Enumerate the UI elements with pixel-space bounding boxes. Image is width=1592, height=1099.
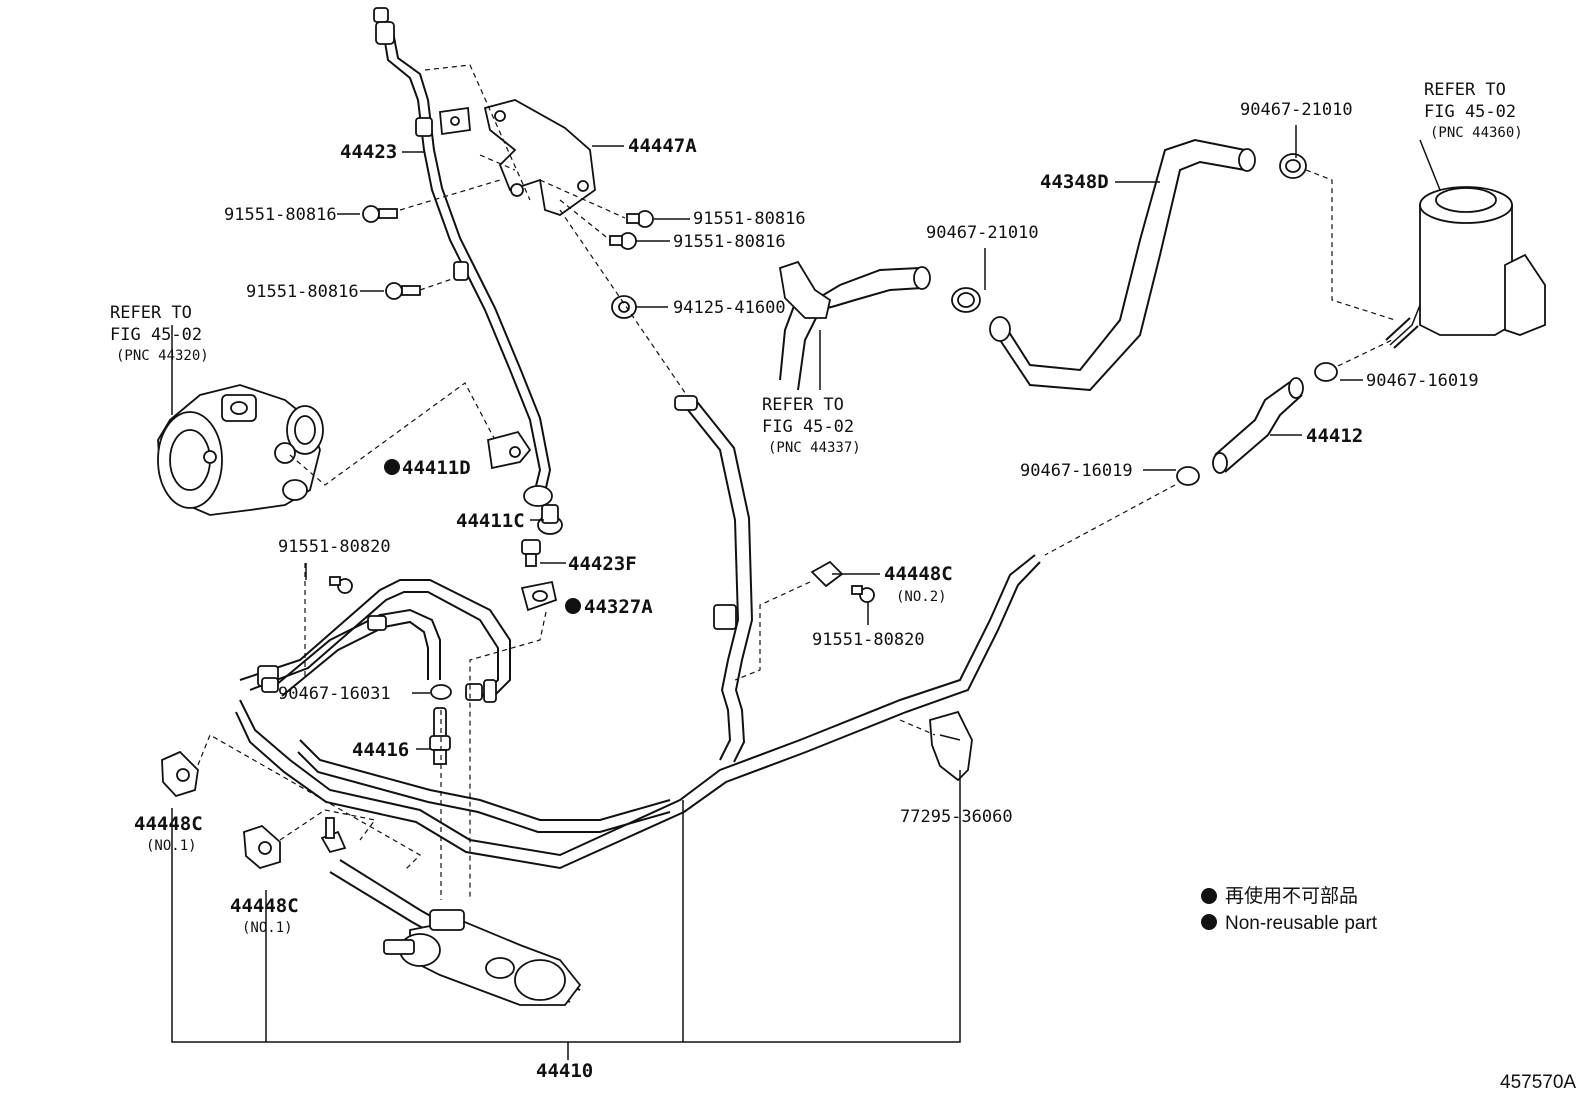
label-91551-80816-c: 91551-80816 <box>693 209 806 229</box>
return-tube-main <box>235 554 1041 870</box>
gasket-44327a <box>520 580 558 612</box>
bolt-91551-80816-b <box>385 282 421 300</box>
label-44423: 44423 <box>340 141 397 163</box>
hose-44348d <box>989 138 1256 392</box>
bolt-91551-80820-b <box>851 585 875 603</box>
steering-gear-44410 <box>320 817 582 1006</box>
sublabel-no1-a: (NO.1) <box>146 838 197 854</box>
clip-90467-16019-b <box>1176 466 1200 486</box>
label-90467-21010-b: 90467-21010 <box>1240 100 1353 120</box>
clamp-44411d <box>486 430 532 470</box>
legend-dot-jp <box>1201 888 1217 904</box>
label-44448c-no1-a: 44448C <box>134 813 203 835</box>
label-91551-80816-a: 91551-80816 <box>224 205 337 225</box>
clamp-77295-36060 <box>929 710 973 782</box>
label-91551-80820-b: 91551-80820 <box>812 630 925 650</box>
clip-90467-16031 <box>430 684 452 700</box>
label-90467-16031: 90467-16031 <box>278 684 391 704</box>
clip-90467-21010-b <box>1279 153 1307 179</box>
ref-hose-line3: (PNC 44337) <box>768 440 861 456</box>
label-90467-16019-a: 90467-16019 <box>1366 371 1479 391</box>
clip-90467-16019-a <box>1314 362 1338 382</box>
power-steering-pump <box>157 384 324 516</box>
nonreusable-dot-44411d <box>384 459 400 475</box>
label-44423f: 44423F <box>568 553 637 575</box>
ref-hose-line1: REFER TO <box>762 395 844 415</box>
ref-hose-line2: FIG 45-02 <box>762 417 854 437</box>
label-91551-80820-a: 91551-80820 <box>278 537 391 557</box>
clamp-44448c-no1-b <box>243 824 281 870</box>
bolt-91551-80816-a <box>362 205 398 223</box>
label-44327a: 44327A <box>584 596 653 618</box>
bracket-44447a <box>439 99 596 216</box>
label-44348d: 44348D <box>1040 171 1109 193</box>
label-44410: 44410 <box>536 1060 593 1082</box>
label-91551-80816-d: 91551-80816 <box>673 232 786 252</box>
bolt-91551-80816-d <box>609 232 637 250</box>
label-44411d: 44411D <box>402 457 471 479</box>
label-77295-36060: 77295-36060 <box>900 807 1013 827</box>
legend-dot-en <box>1201 914 1217 930</box>
reservoir-tank <box>1385 186 1546 349</box>
ref-pump-line2: FIG 45-02 <box>110 325 202 345</box>
label-44411c: 44411C <box>456 510 525 532</box>
ref-pump-line1: REFER TO <box>110 303 192 323</box>
label-44447a: 44447A <box>628 135 697 157</box>
label-94125-41600: 94125-41600 <box>673 298 786 318</box>
pressure-tube-44423 <box>373 7 553 507</box>
clip-90467-21010-a <box>951 287 981 313</box>
grommet-94125-41600 <box>611 295 637 319</box>
label-91551-80816-b: 91551-80816 <box>246 282 359 302</box>
legend-jp: 再使用不可部品 <box>1225 885 1358 907</box>
hose-44412 <box>1212 377 1304 474</box>
sublabel-no2: (NO.2) <box>896 589 947 605</box>
ref-tank-line3: (PNC 44360) <box>1430 125 1523 141</box>
label-44412: 44412 <box>1306 425 1363 447</box>
label-44448c-no1-b: 44448C <box>230 895 299 917</box>
return-hose-refer-44337 <box>674 395 754 763</box>
sublabel-no1-b: (NO.1) <box>242 920 293 936</box>
clamp-44448c-no1-a <box>161 750 199 798</box>
nonreusable-dot-44327a <box>565 598 581 614</box>
hose-refer-44337-top <box>778 260 931 391</box>
diagram-id: 457570A <box>1500 1072 1576 1093</box>
bolt-91551-80816-c <box>626 210 654 228</box>
ref-tank-line2: FIG 45-02 <box>1424 102 1516 122</box>
ref-tank-line1: REFER TO <box>1424 80 1506 100</box>
ref-pump-line3: (PNC 44320) <box>116 348 209 364</box>
label-90467-21010-a: 90467-21010 <box>926 223 1039 243</box>
union-44423f <box>521 539 541 567</box>
union-44416 <box>429 707 451 765</box>
legend: 再使用不可部品 Non-reusable part <box>1201 885 1378 934</box>
bolt-91551-80820-a <box>329 576 353 594</box>
label-90467-16019-b: 90467-16019 <box>1020 461 1133 481</box>
label-44416: 44416 <box>352 739 409 761</box>
label-44448c-no2: 44448C <box>884 563 953 585</box>
legend-en: Non-reusable part <box>1225 913 1378 934</box>
